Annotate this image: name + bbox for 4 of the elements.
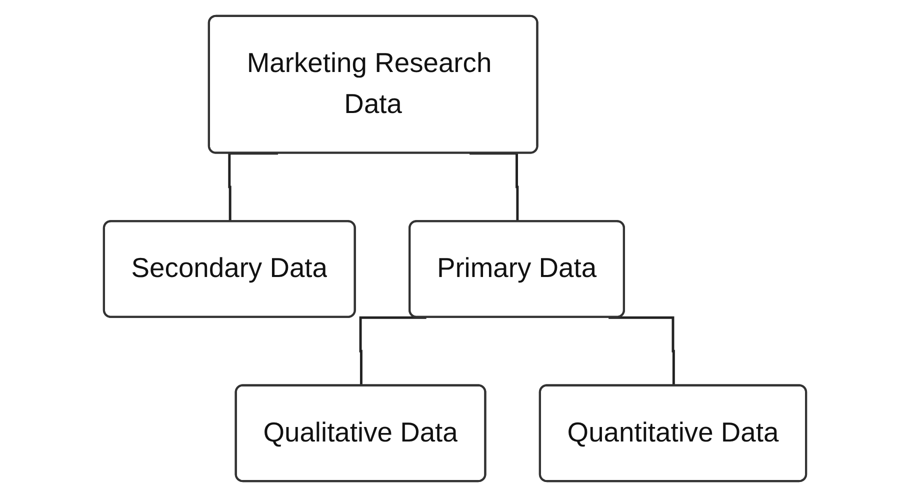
connector	[359, 316, 426, 386]
connector	[470, 152, 519, 222]
connector	[608, 316, 675, 386]
connector	[228, 152, 278, 222]
